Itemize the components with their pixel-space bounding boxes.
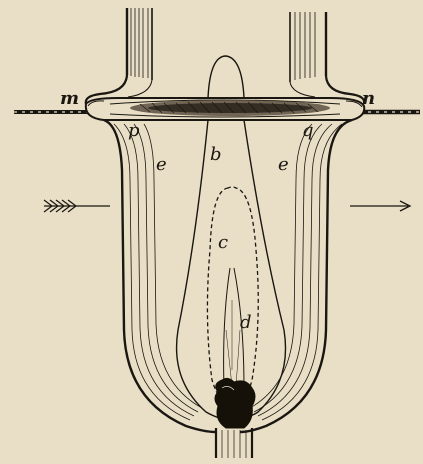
feathered-arrow-right-icon bbox=[44, 200, 110, 212]
label-c: c bbox=[218, 232, 228, 253]
label-p: p bbox=[128, 120, 140, 141]
label-m: m bbox=[60, 88, 79, 109]
dashed-inner-outline bbox=[207, 187, 258, 404]
label-q: q bbox=[302, 120, 314, 141]
label-d: d bbox=[240, 312, 252, 333]
upper-stem-right bbox=[290, 12, 326, 82]
label-e-right: e bbox=[278, 154, 289, 175]
label-n: n bbox=[362, 88, 375, 109]
label-b: b bbox=[210, 144, 222, 165]
ligature-ring bbox=[86, 98, 364, 120]
upper-stem-left bbox=[127, 8, 152, 80]
dark-base-bulb bbox=[215, 378, 255, 428]
arrow-right-icon bbox=[350, 201, 410, 211]
label-e-left: e bbox=[156, 154, 167, 175]
